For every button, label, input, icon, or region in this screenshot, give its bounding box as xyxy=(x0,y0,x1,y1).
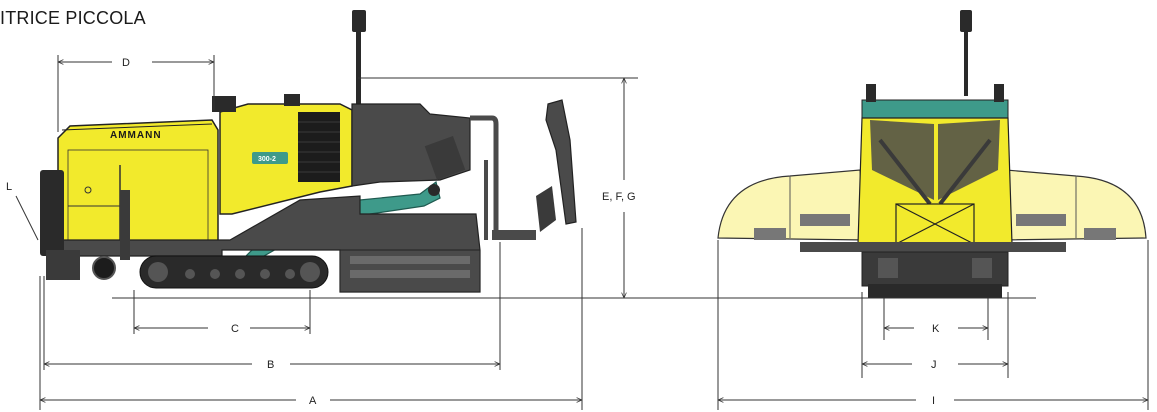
side-view-dimensions xyxy=(15,55,638,410)
dim-label-j: J xyxy=(931,359,937,371)
screed-plate-left-2 xyxy=(800,214,850,226)
screed-plate-right xyxy=(1084,228,1116,240)
screed-plate-left xyxy=(754,228,786,240)
screed-wing-left xyxy=(717,169,867,241)
brand-logo: AMMANN xyxy=(110,130,162,141)
model-badge: 300-2 xyxy=(258,156,276,163)
operator-platform xyxy=(351,103,536,240)
crawler-track xyxy=(139,255,329,289)
dim-label-c: C xyxy=(231,323,239,335)
engine-housing: 300-2 xyxy=(212,94,353,215)
hopper-body: AMMANN xyxy=(57,119,219,247)
front-view xyxy=(717,10,1147,298)
dim-label-d: D xyxy=(122,57,130,69)
dim-label-b: B xyxy=(267,359,274,371)
screed-wing-right xyxy=(999,169,1147,241)
dim-label-i: I xyxy=(932,395,935,407)
front-beacon-pole xyxy=(960,10,972,96)
page-title: ITRICE PICCOLA xyxy=(0,8,146,28)
front-chassis xyxy=(800,242,1066,298)
screed-plate-right-2 xyxy=(1016,214,1066,226)
side-view: AMMANN 300-2 xyxy=(40,10,577,293)
dim-label-k: K xyxy=(932,323,940,335)
front-hopper xyxy=(857,84,1013,245)
front-view-dimensions xyxy=(718,240,1148,410)
dim-label-l: L xyxy=(6,181,12,193)
dim-label-a: A xyxy=(309,395,317,407)
chassis xyxy=(40,170,481,293)
dim-label-efg: E, F, G xyxy=(602,191,636,203)
end-gate xyxy=(536,99,577,232)
beacon-pole xyxy=(352,10,366,110)
